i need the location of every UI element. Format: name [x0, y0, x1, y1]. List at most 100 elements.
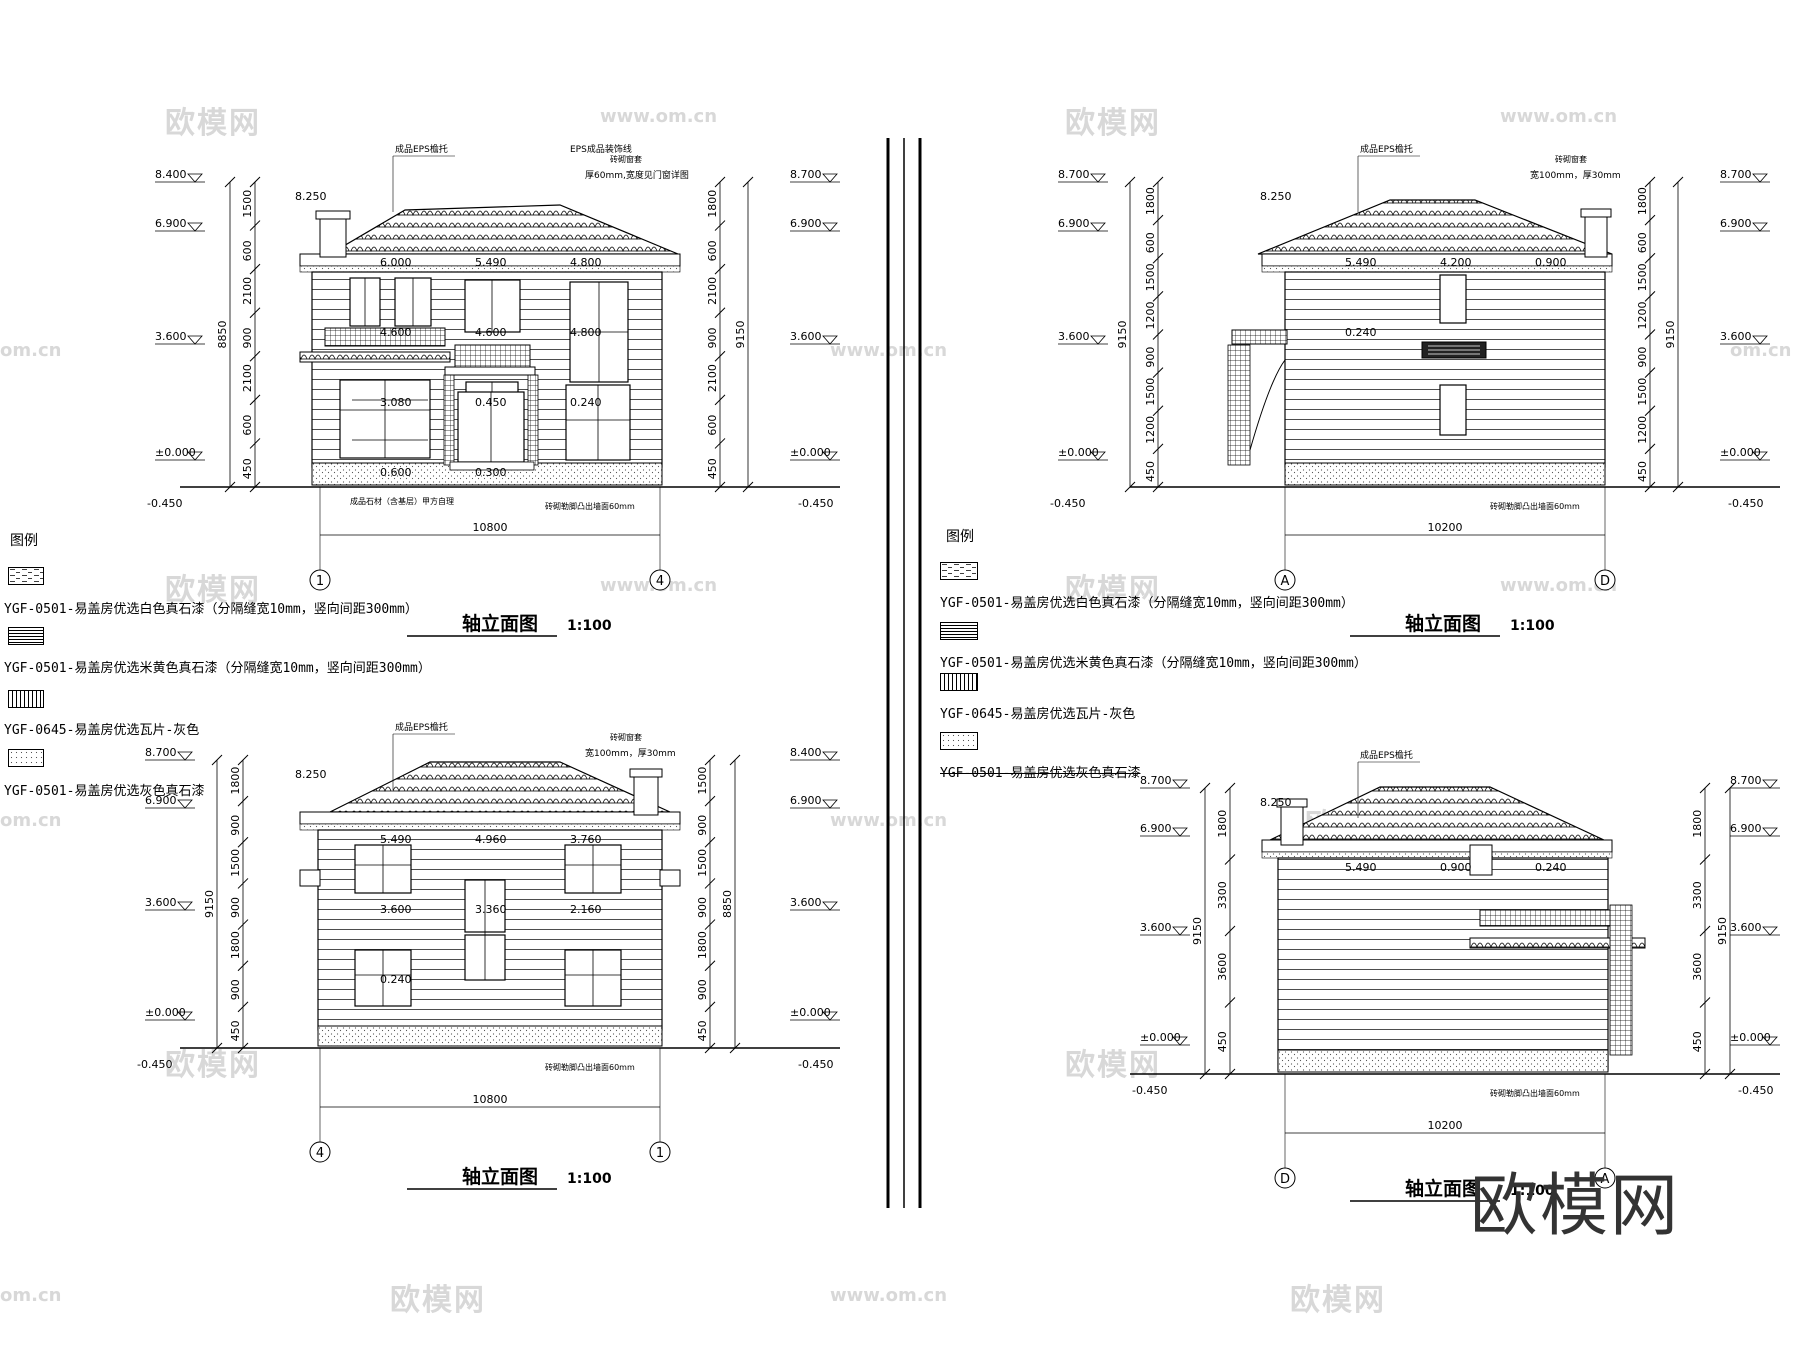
legend-item: YGF-0501-易盖房优选白色真石漆（分隔缝宽10mm，竖向间距300mm） — [4, 602, 418, 617]
axis-bubble — [649, 1141, 671, 1163]
level-label: 4.600 — [380, 326, 412, 339]
level-marker — [822, 799, 838, 809]
legend-title: 图例 — [946, 529, 974, 545]
dimension-line — [1152, 329, 1164, 340]
level-label: ±0.000 — [790, 1006, 831, 1019]
level-marker — [177, 751, 193, 761]
dimension-label: 1500 — [1144, 263, 1157, 291]
dimension-label: 450 — [229, 1020, 242, 1041]
dimension-line — [1644, 443, 1656, 455]
annotation-label: 砖砌勒脚凸出墙面60mm — [545, 501, 635, 511]
dimension-line — [237, 1042, 249, 1054]
dimension-line — [1699, 782, 1711, 794]
dimension-line — [237, 960, 249, 972]
dimension-label: 9150 — [1664, 321, 1677, 349]
level-label: -0.450 — [798, 1058, 833, 1071]
roof — [327, 204, 679, 255]
level-label: 4.960 — [475, 833, 507, 846]
dimension-label: 1500 — [696, 767, 709, 795]
dimension-label: 1800 — [706, 190, 719, 218]
dimension-label: 2100 — [706, 364, 719, 392]
dimension-label: 900 — [1144, 347, 1157, 368]
level-label: 5.490 — [1345, 256, 1377, 269]
dimension-line — [742, 481, 754, 493]
level-marker — [1172, 827, 1188, 837]
level-label: ±0.000 — [145, 1006, 186, 1019]
porch-canopy — [299, 351, 451, 363]
dimension-label: 8850 — [216, 321, 229, 349]
level-label: 8.250 — [295, 768, 327, 781]
level-marker — [1172, 779, 1188, 789]
level-marker — [1090, 173, 1106, 183]
level-marker — [1752, 335, 1768, 345]
legend-item: YGF-0501-易盖房优选米黄色真石漆（分隔缝宽10mm，竖向间距300mm） — [4, 661, 431, 676]
dimension-label: 1500 — [696, 849, 709, 877]
balcony-railing — [324, 327, 446, 347]
level-label: 3.760 — [570, 833, 602, 846]
drawing-scale: 1:100 — [1510, 1183, 1555, 1199]
dimension-label: 900 — [696, 815, 709, 836]
dimension-label: 1200 — [1636, 301, 1649, 329]
level-label: 5.490 — [1345, 861, 1377, 874]
annotation-label: 宽100mm，厚30mm — [585, 747, 676, 759]
dimension-label: 9150 — [1191, 917, 1204, 945]
dimension-label: 900 — [706, 328, 719, 349]
legend-swatch-grey — [8, 749, 44, 767]
dimension-label: 2100 — [241, 364, 254, 392]
level-label: -0.450 — [1728, 497, 1763, 510]
dimension-label: 10800 — [473, 1093, 508, 1106]
level-label: 6.900 — [1730, 822, 1762, 835]
level-label: 8.700 — [790, 168, 822, 181]
dimension-line — [1699, 854, 1711, 865]
level-marker — [1762, 926, 1778, 936]
level-marker — [187, 335, 203, 345]
level-label: 4.600 — [475, 326, 507, 339]
level-marker — [1752, 451, 1768, 461]
dimension-label: 9150 — [1716, 917, 1729, 945]
dimension-line — [1672, 481, 1684, 493]
level-label: 6.900 — [1720, 217, 1752, 230]
dimension-line — [714, 307, 726, 319]
level-label: 0.450 — [475, 396, 507, 409]
level-label: 4.800 — [570, 256, 602, 269]
dimension-label: 1500 — [229, 849, 242, 877]
side-wall — [1277, 857, 1609, 1071]
level-label: 0.240 — [570, 396, 602, 409]
dimension-label: 9150 — [1116, 321, 1129, 349]
dimension-label: 1500 — [1144, 378, 1157, 406]
level-marker — [1762, 1036, 1778, 1046]
level-label: 0.900 — [1535, 256, 1567, 269]
dimension-label: 8850 — [721, 890, 734, 918]
level-marker — [822, 1011, 838, 1021]
level-label: -0.450 — [798, 497, 833, 510]
roof — [329, 761, 671, 813]
dimension-label: 1800 — [229, 767, 242, 795]
axis-label: 1 — [656, 1146, 664, 1161]
axis-label: D — [1600, 574, 1610, 589]
annotation-label: 砖砌窗套 — [610, 732, 642, 742]
legend-swatch-tile — [940, 673, 978, 691]
annotation-label: 宽100mm，厚30mm — [1530, 169, 1621, 181]
dimension-label: 600 — [706, 415, 719, 436]
drawing-title: 轴立面图 — [462, 612, 538, 635]
dimension-line — [1199, 1068, 1211, 1080]
dimension-line — [704, 1001, 716, 1013]
axis-label: A — [1281, 574, 1290, 589]
annotation-label: 成品EPS檐托 — [395, 721, 448, 733]
level-label: 6.900 — [790, 217, 822, 230]
level-label: ±0.000 — [155, 446, 196, 459]
dimension-line — [1224, 925, 1236, 937]
drawing-title: 轴立面图 — [1405, 1177, 1481, 1200]
dimension-line — [1644, 214, 1656, 226]
level-label: 0.300 — [475, 466, 507, 479]
level-marker — [1090, 222, 1106, 232]
level-label: 8.700 — [1058, 168, 1090, 181]
dimension-label: 900 — [229, 979, 242, 1000]
dimension-label: 600 — [241, 240, 254, 261]
dimension-line — [1644, 481, 1656, 493]
level-label: -0.450 — [137, 1058, 172, 1071]
axis-label: 1 — [316, 574, 324, 589]
dimension-label: 1200 — [1144, 301, 1157, 329]
legend-swatch-beige — [8, 627, 44, 645]
